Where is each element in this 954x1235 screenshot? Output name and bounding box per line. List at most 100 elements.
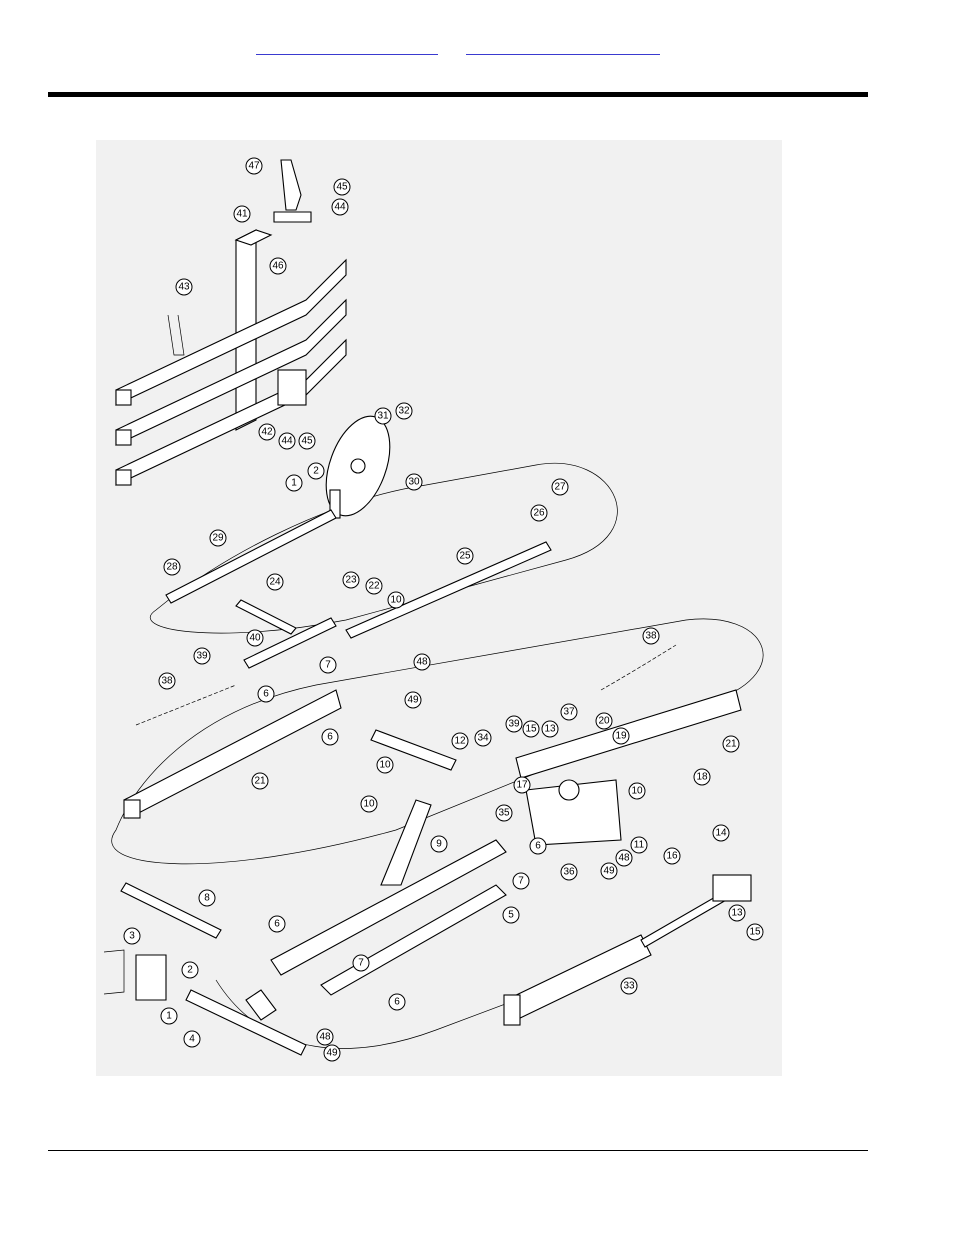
- callout-number: 25: [459, 551, 471, 562]
- callout-number: 10: [379, 760, 391, 771]
- callout-number: 47: [248, 161, 260, 172]
- part-callout-33: 33: [621, 978, 637, 994]
- part-callout-7: 7: [320, 657, 336, 673]
- part-callout-5: 5: [503, 907, 519, 923]
- callout-number: 24: [269, 577, 281, 588]
- part-callout-41: 41: [234, 206, 250, 222]
- part-callout-25: 25: [457, 548, 473, 564]
- header-link-right[interactable]: [466, 36, 660, 55]
- callout-number: 14: [715, 828, 727, 839]
- callout-number: 39: [508, 719, 520, 730]
- part-callout-46: 46: [270, 258, 286, 274]
- callout-number: 39: [196, 651, 208, 662]
- callout-number: 12: [454, 736, 466, 747]
- part-callout-1: 1: [161, 1008, 177, 1024]
- callout-number: 9: [436, 839, 442, 850]
- part-callout-31: 31: [375, 408, 391, 424]
- callout-number: 27: [554, 482, 566, 493]
- callout-number: 23: [345, 575, 357, 586]
- callout-number: 4: [189, 1034, 195, 1045]
- part-callout-10: 10: [388, 592, 404, 608]
- callout-number: 10: [390, 595, 402, 606]
- callout-number: 43: [178, 282, 190, 293]
- part-callout-15: 15: [523, 721, 539, 737]
- part-callout-48: 48: [317, 1029, 333, 1045]
- part-callout-8: 8: [199, 890, 215, 906]
- part-callout-34: 34: [475, 730, 491, 746]
- part-callout-49: 49: [601, 863, 617, 879]
- callout-number: 1: [166, 1011, 172, 1022]
- hydraulic-cylinder: [504, 875, 751, 1025]
- part-callout-29: 29: [210, 530, 226, 546]
- part-callout-49: 49: [405, 692, 421, 708]
- callout-number: 38: [645, 631, 657, 642]
- callout-number: 48: [618, 853, 630, 864]
- callout-number: 49: [603, 866, 615, 877]
- main-frame: [271, 780, 621, 995]
- callout-number: 17: [516, 780, 528, 791]
- callout-number: 7: [325, 660, 331, 671]
- callout-number: 7: [518, 876, 524, 887]
- callout-number: 19: [615, 731, 627, 742]
- callout-number: 30: [408, 477, 420, 488]
- callout-number: 5: [508, 910, 514, 921]
- part-callout-19: 19: [613, 728, 629, 744]
- callout-number: 6: [327, 732, 333, 743]
- part-callout-44: 44: [279, 433, 295, 449]
- callout-number: 1: [291, 478, 297, 489]
- callout-number: 2: [313, 466, 319, 477]
- chains: [136, 645, 676, 725]
- part-callout-11: 11: [631, 837, 647, 853]
- part-callout-45: 45: [299, 433, 315, 449]
- callout-number: 33: [623, 981, 635, 992]
- callout-number: 6: [535, 841, 541, 852]
- callout-number: 41: [236, 209, 248, 220]
- callout-number: 48: [416, 657, 428, 668]
- header-rule: [48, 92, 868, 97]
- part-callout-7: 7: [513, 873, 529, 889]
- callout-number: 34: [477, 733, 489, 744]
- callout-number: 44: [281, 436, 293, 447]
- callout-number: 22: [368, 581, 380, 592]
- part-callout-1: 1: [286, 475, 302, 491]
- part-callout-23: 23: [343, 572, 359, 588]
- callout-number: 48: [319, 1032, 331, 1043]
- part-callout-14: 14: [713, 825, 729, 841]
- callout-number: 10: [631, 786, 643, 797]
- part-callout-13: 13: [542, 721, 558, 737]
- part-callout-18: 18: [694, 769, 710, 785]
- part-callout-47: 47: [246, 158, 262, 174]
- part-callout-24: 24: [267, 574, 283, 590]
- coulter-disc: [314, 408, 402, 525]
- callout-number: 20: [598, 716, 610, 727]
- part-callout-39: 39: [194, 648, 210, 664]
- part-callout-6: 6: [530, 838, 546, 854]
- part-callout-13: 13: [729, 905, 745, 921]
- callout-number: 28: [166, 562, 178, 573]
- callout-number: 15: [749, 927, 761, 938]
- callout-number: 40: [249, 633, 261, 644]
- callout-number: 29: [212, 533, 224, 544]
- callout-number: 45: [301, 436, 313, 447]
- part-callout-32: 32: [396, 403, 412, 419]
- part-callout-10: 10: [377, 757, 393, 773]
- part-callout-30: 30: [406, 474, 422, 490]
- header-link-left[interactable]: [256, 36, 438, 55]
- part-callout-38: 38: [643, 628, 659, 644]
- part-callout-35: 35: [496, 805, 512, 821]
- part-callout-3: 3: [124, 928, 140, 944]
- footer-rule: [48, 1150, 868, 1151]
- part-callout-38: 38: [159, 673, 175, 689]
- callout-number: 21: [725, 739, 737, 750]
- callout-number: 13: [731, 908, 743, 919]
- callout-number: 16: [666, 851, 678, 862]
- callout-number: 45: [336, 182, 348, 193]
- part-callout-48: 48: [414, 654, 430, 670]
- callout-number: 6: [263, 689, 269, 700]
- callout-number: 7: [358, 958, 364, 969]
- callout-number: 38: [161, 676, 173, 687]
- part-callout-15: 15: [747, 924, 763, 940]
- callout-number: 6: [394, 997, 400, 1008]
- part-callout-21: 21: [252, 773, 268, 789]
